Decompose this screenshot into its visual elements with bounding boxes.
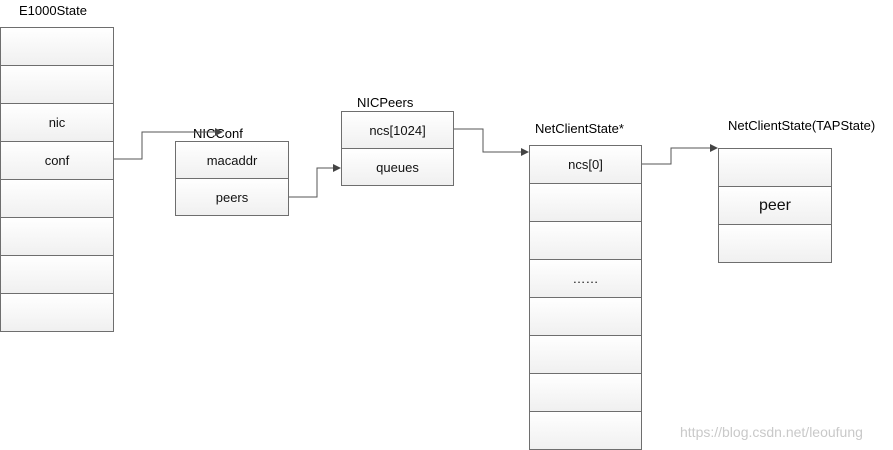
e1000state-field-nic: nic (0, 103, 114, 142)
tapstate-title: NetClientState(TAPState) (728, 118, 876, 133)
tapstate-field-peer: peer (718, 186, 832, 225)
nicpeers-field-ncs: ncs[1024] (341, 111, 454, 149)
netclientstate-field (529, 183, 642, 222)
link-ncs-to-netclientstate (454, 128, 529, 156)
nicpeers-struct: ncs[1024] queues (341, 111, 454, 186)
link-ncs0-to-tapstate (642, 144, 718, 165)
e1000state-field (0, 27, 114, 66)
nicpeers-title: NICPeers (357, 95, 414, 110)
link-peers-to-queues (289, 164, 341, 198)
e1000state-field-conf: conf (0, 141, 114, 180)
tapstate-struct: peer (718, 148, 832, 263)
nicconf-field-macaddr: macaddr (175, 141, 289, 179)
watermark-url: https://blog.csdn.net/leoufung (680, 424, 863, 440)
netclientstate-field (529, 221, 642, 260)
e1000state-struct: nic conf (0, 27, 114, 332)
netclientstate-field (529, 411, 642, 450)
e1000state-field (0, 293, 114, 332)
netclientstate-field (529, 373, 642, 412)
nicpeers-field-queues: queues (341, 148, 454, 186)
e1000state-field (0, 255, 114, 294)
e1000state-field (0, 179, 114, 218)
e1000state-title: E1000State (19, 3, 87, 18)
netclientstate-field-ncs0: ncs[0] (529, 145, 642, 184)
tapstate-field (718, 224, 832, 263)
nicconf-field-peers: peers (175, 178, 289, 216)
netclientstate-title: NetClientState* (535, 121, 624, 136)
link-conf-to-nicconf (114, 128, 223, 160)
nicconf-struct: macaddr peers (175, 141, 289, 216)
netclientstate-array: ncs[0] …… (529, 145, 642, 450)
